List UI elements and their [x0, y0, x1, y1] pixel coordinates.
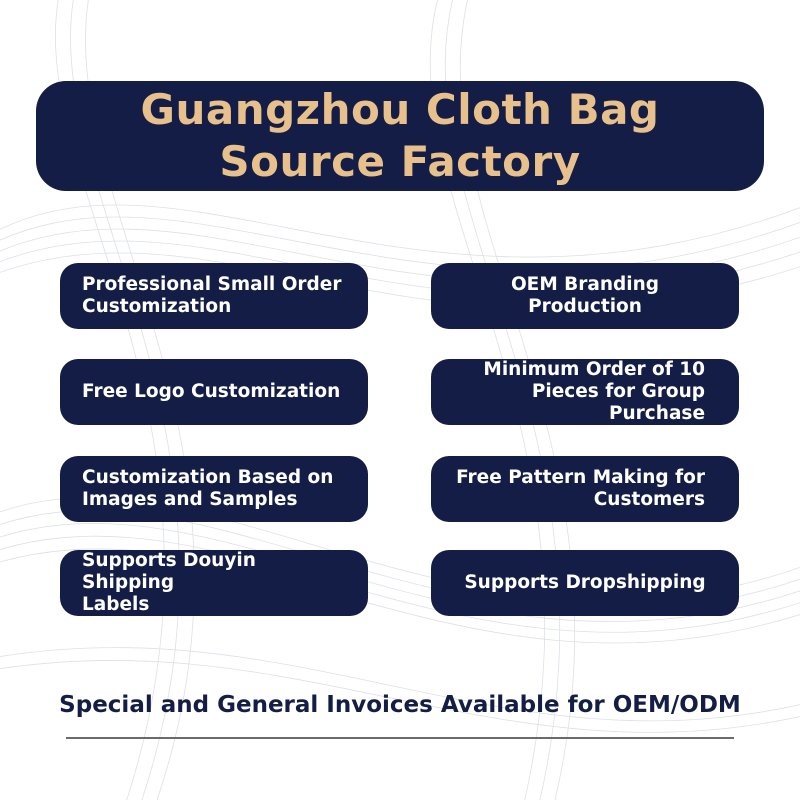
feature-line: Free Pattern Making for: [456, 467, 705, 488]
feature-oem-branding: OEM Branding Production: [431, 263, 739, 329]
feature-line: Supports Dropshipping: [464, 572, 706, 593]
feature-line: Labels: [82, 594, 150, 615]
title-line-2: Source Factory: [219, 137, 581, 186]
feature-line: Customization Based on: [82, 467, 334, 488]
feature-line: Supports Douyin Shipping: [82, 550, 256, 593]
feature-line: Customization: [82, 296, 232, 317]
feature-dropshipping: Supports Dropshipping: [431, 550, 739, 616]
feature-line: Professional Small Order: [82, 274, 342, 295]
title-line-1: Guangzhou Cloth Bag: [140, 85, 660, 134]
invoice-note: Special and General Invoices Available f…: [59, 692, 741, 718]
feature-line: Customers: [593, 489, 705, 510]
feature-free-logo: Free Logo Customization: [60, 359, 368, 425]
feature-line: Pieces for Group Purchase: [531, 381, 705, 424]
feature-line: Images and Samples: [82, 489, 298, 510]
feature-line: OEM Branding Production: [510, 274, 660, 317]
title-banner: Guangzhou Cloth Bag Source Factory: [36, 81, 764, 191]
footer-divider: [66, 737, 734, 739]
feature-line: Minimum Order of 10: [483, 359, 705, 380]
feature-line: Free Logo Customization: [82, 381, 341, 402]
page-title: Guangzhou Cloth Bag Source Factory: [141, 84, 660, 188]
